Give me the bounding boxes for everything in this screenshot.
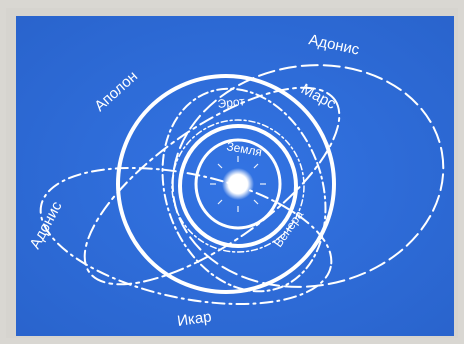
label-eros: Эрот (217, 94, 246, 111)
asteroid-orbits-diagram: Адонис Аполон Марс Эрот Земля Венера Адо… (16, 16, 454, 336)
sun (222, 168, 254, 200)
figure-frame: Адонис Аполон Марс Эрот Земля Венера Адо… (6, 8, 458, 338)
